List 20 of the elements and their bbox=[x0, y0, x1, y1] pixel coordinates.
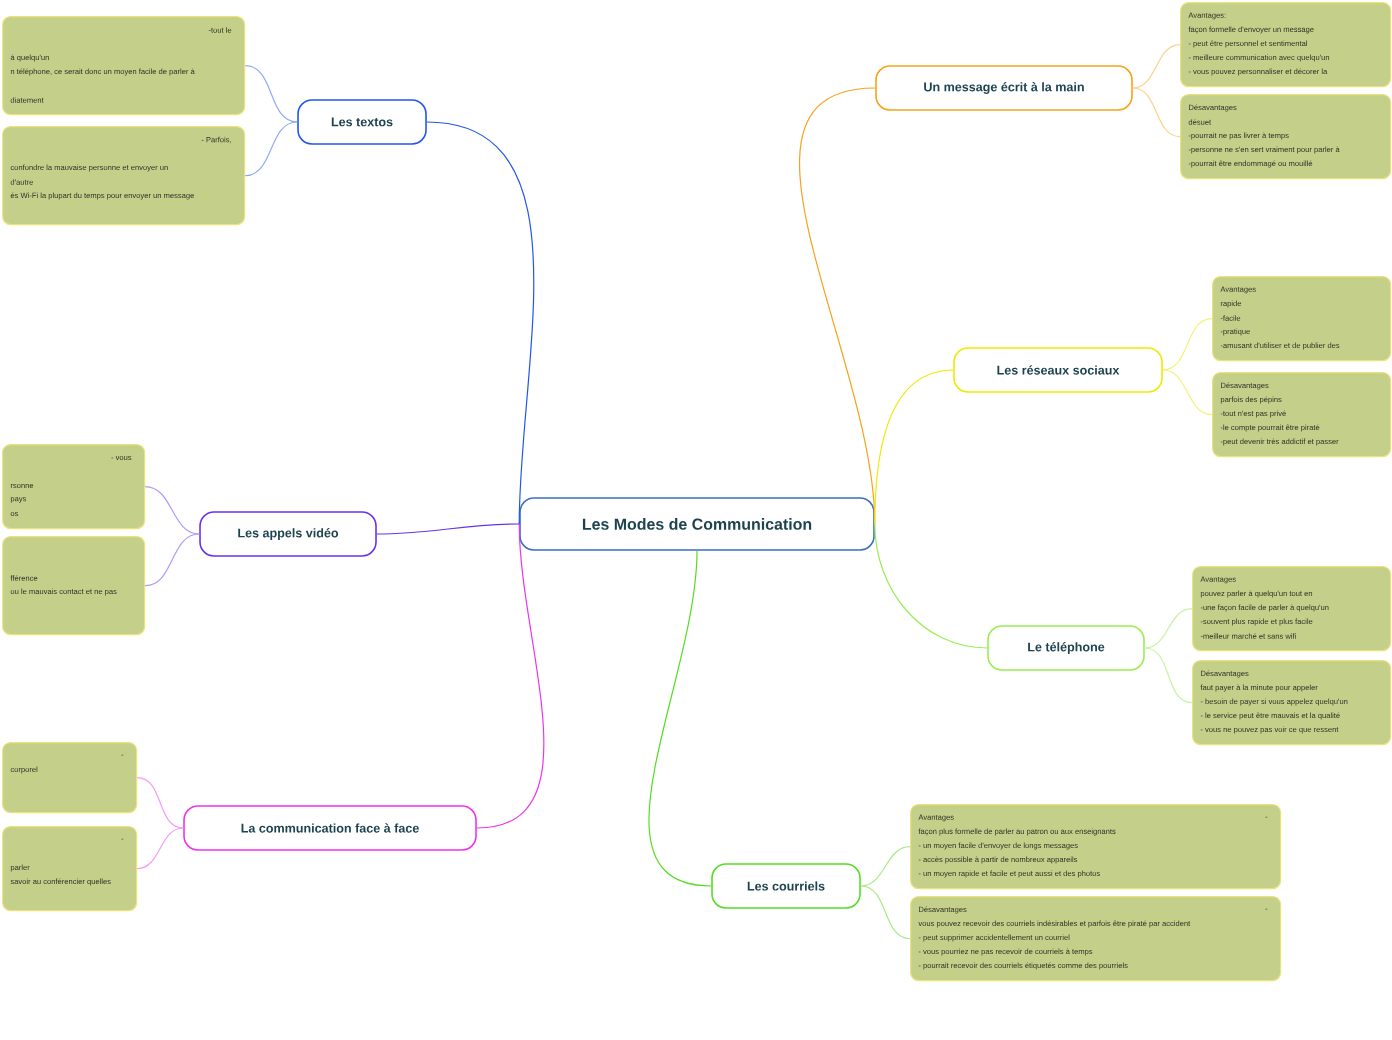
connector-line bbox=[874, 523, 988, 649]
connector-line bbox=[244, 65, 298, 123]
connector-line bbox=[1162, 369, 1213, 416]
connector-line bbox=[874, 369, 954, 525]
connector-line bbox=[1144, 647, 1193, 704]
connector-line bbox=[648, 550, 712, 887]
connector-line bbox=[1144, 608, 1193, 649]
connector-line bbox=[136, 777, 184, 829]
connector-line bbox=[1162, 318, 1213, 371]
connector-line bbox=[860, 846, 911, 887]
connector-line bbox=[376, 523, 520, 535]
connector-line bbox=[244, 121, 298, 177]
connector-line bbox=[1132, 87, 1181, 138]
connector-line bbox=[136, 827, 184, 870]
connector-line bbox=[144, 486, 200, 535]
connector-line bbox=[476, 523, 545, 829]
connector-line bbox=[860, 885, 911, 940]
connector-line bbox=[1132, 44, 1181, 89]
connector-line bbox=[426, 121, 535, 525]
connector-line bbox=[144, 533, 200, 587]
